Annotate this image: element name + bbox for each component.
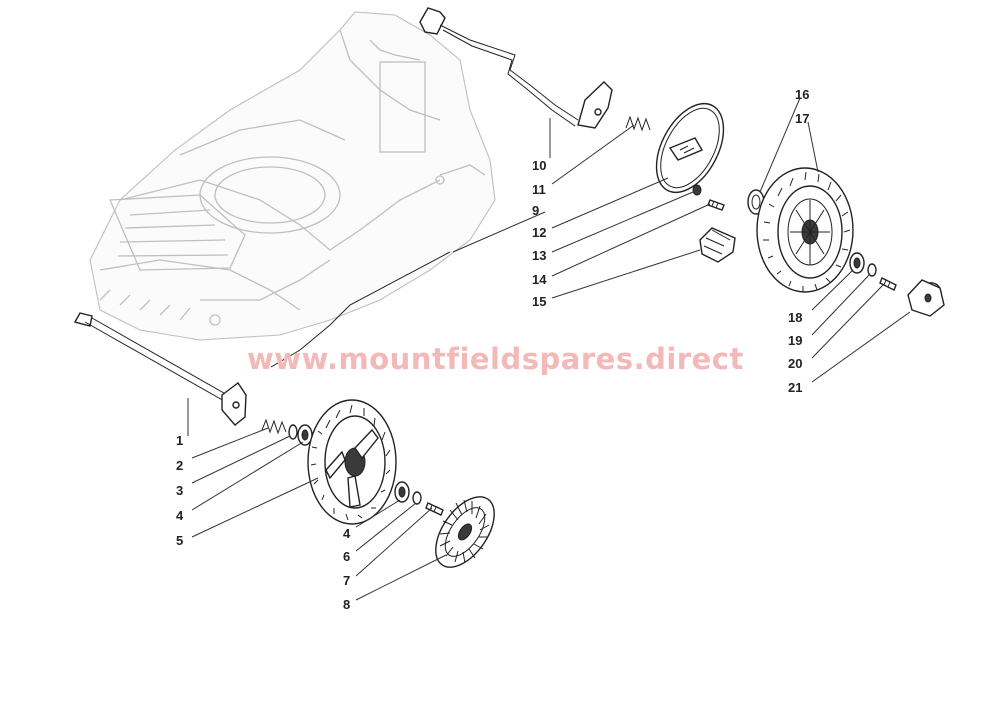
callout-8: 8 xyxy=(343,597,350,612)
callout-18: 18 xyxy=(788,310,802,325)
callout-17: 17 xyxy=(795,111,809,126)
part-20-bolt xyxy=(879,277,897,291)
part-13-nut xyxy=(692,184,702,196)
callout-3: 3 xyxy=(176,483,183,498)
part-12-gear-cover xyxy=(655,102,725,194)
callout-11: 11 xyxy=(532,182,546,197)
callout-4: 4 xyxy=(176,508,184,523)
callout-16: 16 xyxy=(795,87,809,102)
part-11-spring xyxy=(625,115,651,132)
part-4-bearing-rear xyxy=(394,481,410,503)
callout-10: 10 xyxy=(532,158,546,173)
watermark-text: www.mountfieldspares.direct xyxy=(247,342,744,376)
part-14-bolt xyxy=(707,199,725,211)
callout-13: 13 xyxy=(532,248,546,263)
callout-6: 6 xyxy=(343,549,350,564)
callout-21: 21 xyxy=(788,380,802,395)
callout-5: 5 xyxy=(176,533,183,548)
part-9-cable xyxy=(270,251,451,368)
part-19-washer xyxy=(867,263,877,277)
callout-15: 15 xyxy=(532,294,546,309)
part-3-washer xyxy=(288,424,298,440)
part-5-front-wheel xyxy=(307,399,397,525)
callout-1: 1 xyxy=(176,433,183,448)
part-18-bearing xyxy=(849,252,865,274)
callout-2: 2 xyxy=(176,458,183,473)
part-8-hubcap xyxy=(435,496,495,568)
part-2-spring xyxy=(261,418,287,435)
callout-7: 7 xyxy=(343,573,350,588)
mower-deck xyxy=(89,11,496,341)
callout-14: 14 xyxy=(532,272,547,287)
part-21-hubcap xyxy=(907,279,945,317)
callout-9: 9 xyxy=(532,203,539,218)
callout-12: 12 xyxy=(532,225,546,240)
part-1-front-axle xyxy=(73,312,247,426)
callout-4-rear: 4 xyxy=(343,526,351,541)
leader-lines xyxy=(187,97,911,601)
callout-labels: 1 2 3 4 5 4 6 7 8 9 10 11 12 13 14 15 16… xyxy=(176,87,809,612)
part-15-pinion xyxy=(699,227,736,263)
callout-20: 20 xyxy=(788,356,802,371)
part-17-rear-wheel xyxy=(756,167,854,293)
part-10-rear-axle xyxy=(419,7,613,129)
part-6-washer xyxy=(412,491,422,505)
part-7-bolt xyxy=(425,502,444,516)
callout-19: 19 xyxy=(788,333,802,348)
